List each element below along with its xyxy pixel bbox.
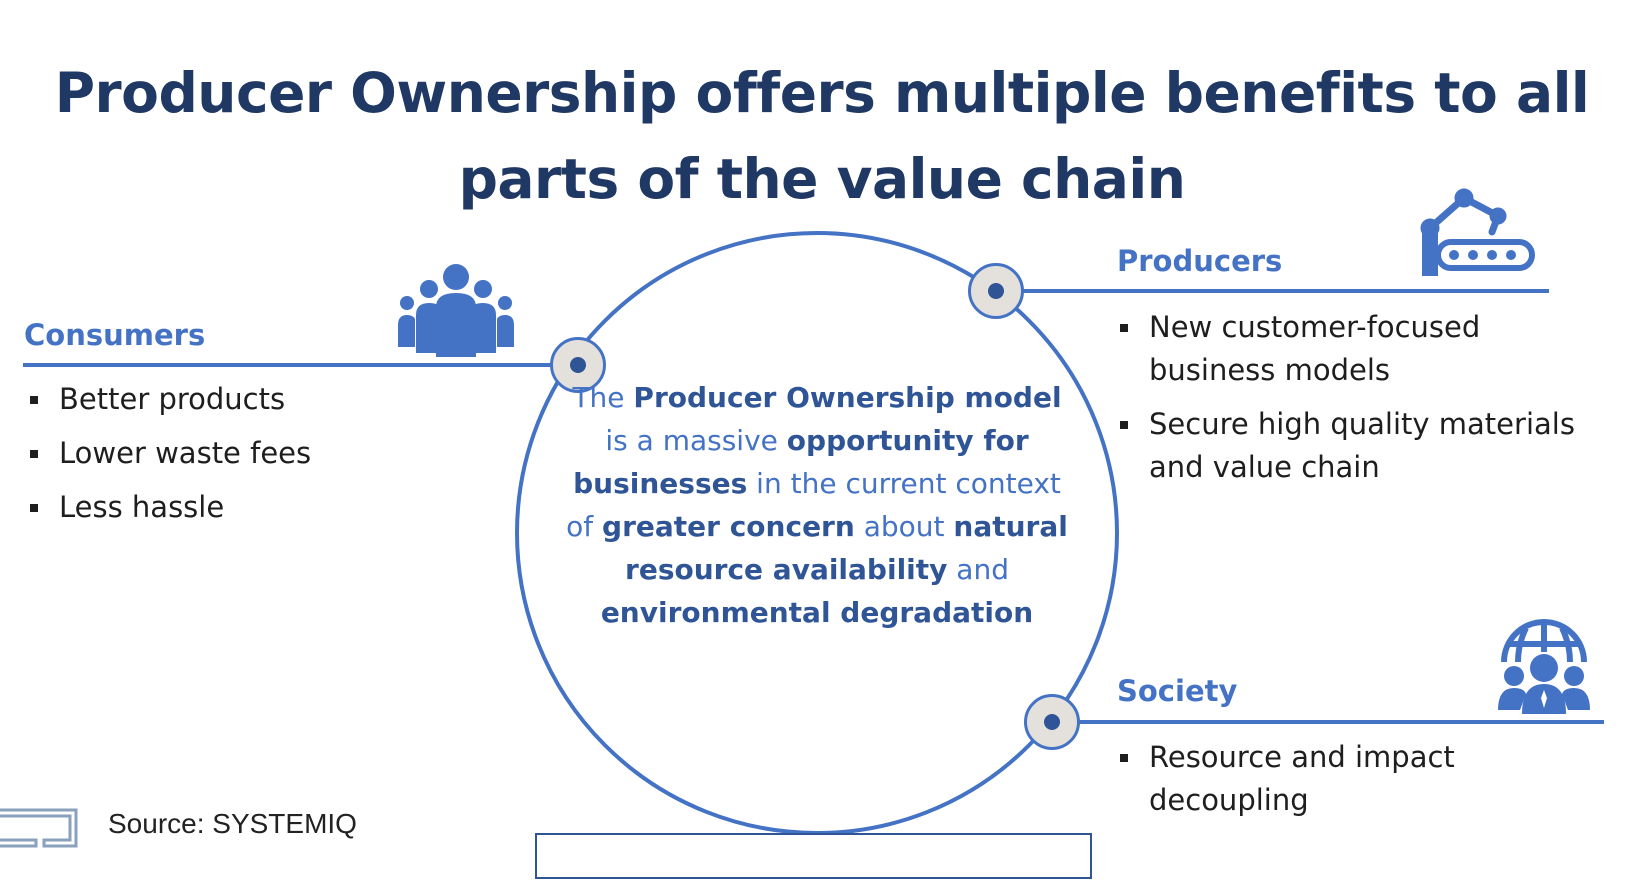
bullet-item: Secure high quality materials and value … [1117, 403, 1597, 489]
center-statement: The Producer Ownership model is a massiv… [560, 376, 1074, 634]
society-label: Society [1117, 674, 1238, 708]
consumers-node [550, 337, 606, 393]
bold-run: greater concern [602, 510, 855, 543]
producers-bullets: New customer-focused business models Sec… [1117, 306, 1597, 500]
producers-node [968, 263, 1024, 319]
bold-run: Producer Ownership model [633, 381, 1062, 414]
bullet-item: Lower waste fees [27, 432, 427, 475]
robot-arm-conveyor-icon [1420, 188, 1535, 276]
bold-run: opportunity for businesses [573, 424, 1029, 500]
society-node [1024, 694, 1080, 750]
bold-run: environmental degradation [600, 596, 1034, 629]
people-group-icon [398, 264, 514, 357]
producers-line [996, 289, 1549, 293]
title-line-2: parts of the value chain [458, 147, 1186, 211]
empty-text-box [535, 833, 1092, 879]
society-bullets: Resource and impact decoupling [1117, 736, 1597, 833]
source-caption: Source: SYSTEMIQ [108, 808, 357, 839]
society-line [1052, 720, 1604, 724]
title-line-1: Producer Ownership offers multiple benef… [54, 61, 1590, 125]
consumers-line [23, 363, 578, 367]
text-run: and [947, 553, 1009, 586]
text-run: The [572, 381, 634, 414]
text-run: is a massive [605, 424, 787, 457]
consumers-bullets: Better products Lower waste fees Less ha… [27, 378, 427, 540]
slide-title: Producer Ownership offers multiple benef… [0, 50, 1644, 222]
bullet-item: Resource and impact decoupling [1117, 736, 1597, 822]
text-run: about [854, 510, 954, 543]
globe-people-icon [1498, 619, 1590, 714]
consumers-label: Consumers [24, 318, 206, 352]
screen-icon [0, 808, 78, 848]
bold-run: natural resource availability [625, 510, 1068, 586]
bullet-item: Less hassle [27, 486, 427, 529]
text-run: in the current context of [566, 467, 1061, 543]
bullet-item: New customer-focused business models [1117, 306, 1597, 392]
producers-label: Producers [1117, 244, 1283, 278]
bullet-item: Better products [27, 378, 427, 421]
